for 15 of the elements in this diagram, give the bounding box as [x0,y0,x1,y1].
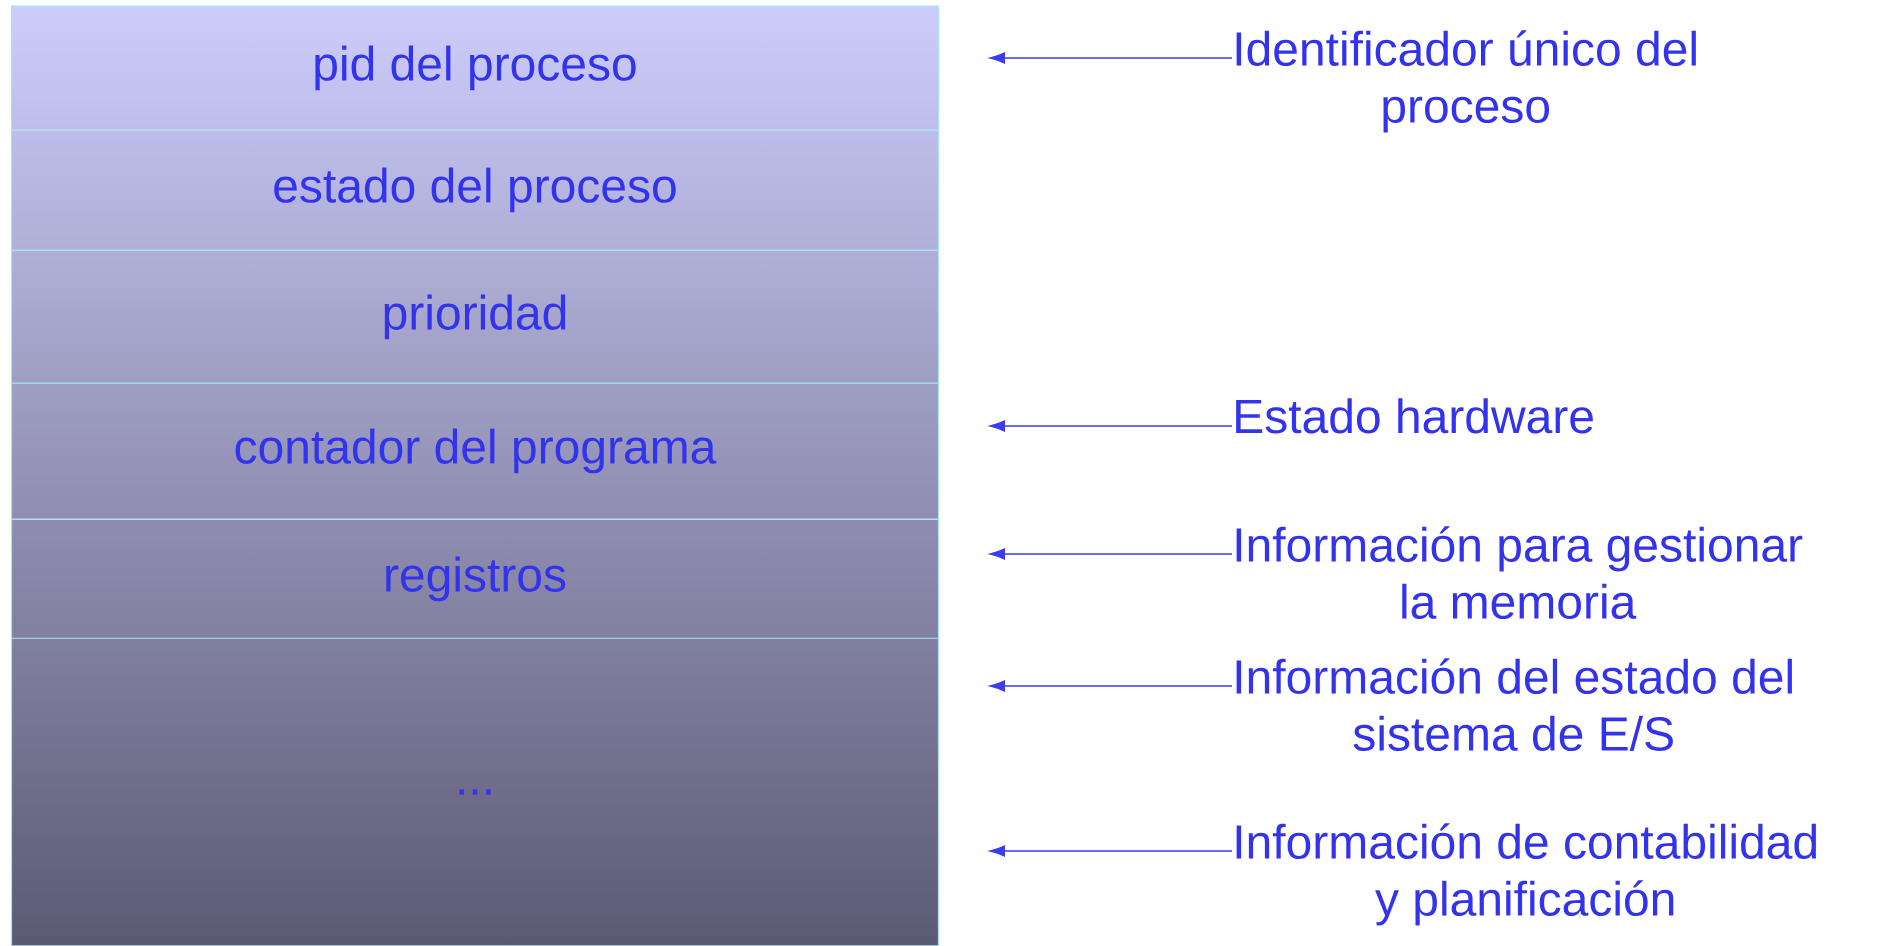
annotation-text: Identificador único del proceso [1236,30,1696,133]
arrow [989,548,1233,560]
arrow [989,680,1233,692]
table-row: contador del programa [10,382,940,520]
annotation-text: Información de contabilidad y planificación [1236,823,1816,926]
arrow [989,420,1233,432]
annotation-text: Estado hardware [1236,398,1593,434]
table-row: registros [10,518,940,640]
annotation-text: Información del estado del sistema de E/S [1236,658,1792,751]
arrow [989,52,1233,64]
annotation-text: Información para gestionar la memoria [1236,526,1803,619]
arrow [989,845,1233,857]
table-row: estado del proceso [10,129,940,251]
table-row: prioridad [10,249,940,385]
table-row: pid del proceso [10,5,940,131]
